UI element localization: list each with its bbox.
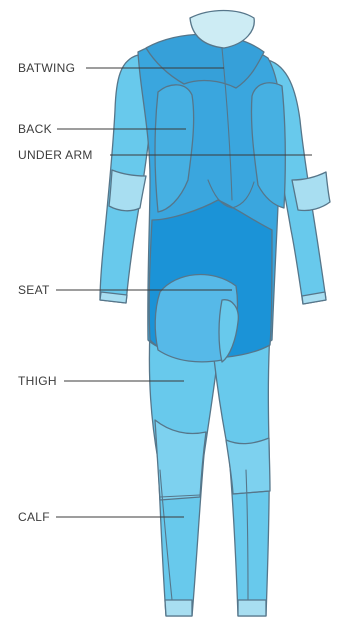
label-under-arm: UNDER ARM (18, 148, 93, 162)
label-batwing: BATWING (18, 61, 75, 75)
left-underarm-panel (109, 170, 146, 211)
label-thigh: THIGH (18, 374, 57, 388)
wetsuit-illustration (100, 11, 330, 617)
label-back: BACK (18, 122, 52, 136)
label-calf: CALF (18, 510, 50, 524)
left-ankle-cuff (165, 600, 192, 616)
labels: BATWING BACK UNDER ARM SEAT THIGH CALF (18, 61, 93, 524)
label-seat: SEAT (18, 283, 50, 297)
right-knee-panel (226, 438, 270, 494)
right-ankle-cuff (238, 600, 266, 616)
